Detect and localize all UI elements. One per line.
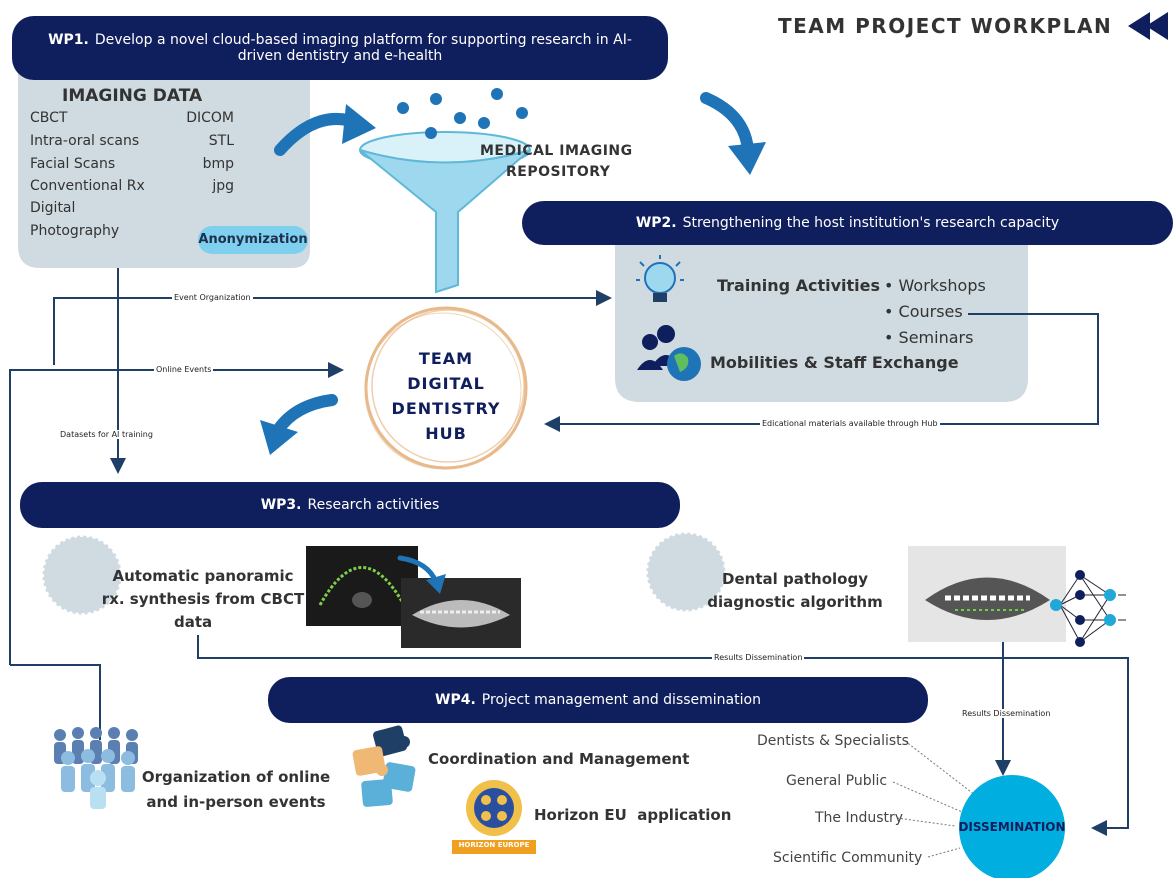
wp2-panel — [615, 230, 1028, 402]
wp1-banner: WP1. Develop a novel cloud-based imaging … — [12, 16, 668, 80]
wp4-banner: WP4. Project management and dissemination — [268, 677, 928, 723]
task2-label: Dental pathology diagnostic algorithm — [700, 568, 890, 614]
wp4-label: WP4. — [435, 692, 476, 708]
people-globe-icon — [637, 325, 701, 381]
flow-edu-materials: Edicational materials available through … — [760, 419, 940, 428]
imaging-row-5: Photography — [30, 223, 120, 239]
flow-results-1: Results Dissemination — [712, 653, 805, 662]
horizon-badge: HORIZON EUROPE — [458, 841, 530, 849]
data-dots — [397, 88, 528, 139]
training-item-2: • Seminars — [884, 328, 974, 347]
imaging-title: IMAGING DATA — [62, 86, 203, 106]
wp2-banner: WP2. Strengthening the host institution's… — [522, 201, 1173, 245]
task1-label: Automatic panoramic rx. synthesis from C… — [88, 565, 318, 634]
horizon-label: Horizon EU application — [534, 806, 732, 824]
task1-line-0: Automatic panoramic — [112, 567, 294, 585]
arrow-to-wp3 — [272, 394, 338, 436]
training-item-1: • Courses — [884, 302, 963, 321]
imaging-ext-2: bmp — [202, 156, 234, 172]
imaging-row-3: Conventional Rx — [30, 178, 145, 194]
hub-label: TEAM DIGITAL DENTISTRY HUB — [386, 346, 506, 446]
coordination-label: Coordination and Management — [428, 750, 690, 768]
wp3-text: Research activities — [307, 497, 440, 513]
imaging-ext-1: STL — [208, 133, 234, 149]
target-scientific: Scientific Community — [773, 850, 923, 866]
flow-datasets: Datasets for AI training — [58, 430, 155, 439]
wp3-label: WP3. — [260, 497, 302, 513]
task2-line-1: diagnostic algorithm — [707, 593, 883, 611]
funnel-icon — [359, 131, 531, 294]
target-public: General Public — [786, 773, 888, 789]
mobility-title: Mobilities & Staff Exchange — [710, 353, 959, 372]
hub-line-3: HUB — [425, 424, 467, 443]
repository-label-2: REPOSITORY — [506, 164, 611, 180]
hub-line-2: DENTISTRY — [391, 399, 501, 418]
hub-line-0: TEAM — [418, 349, 474, 368]
dissemination-title: DISSEMINATION — [958, 820, 1066, 834]
task2-line-0: Dental pathology — [722, 570, 868, 588]
people-group-icon — [54, 727, 138, 809]
flow-results-2: Results Dissemination — [960, 709, 1053, 718]
panoramic-image-2 — [908, 546, 1066, 642]
training-item-0: • Workshops — [884, 276, 986, 295]
target-dentists: Dentists & Specialists — [757, 733, 909, 749]
imaging-row-2: Facial Scans — [30, 156, 116, 172]
wp1-label: WP1. — [48, 32, 89, 48]
hub-circle — [364, 306, 528, 470]
wp2-text: Strengthening the host institution's res… — [682, 215, 1060, 231]
training-title: Training Activities — [717, 276, 881, 295]
wp2-label: WP2. — [635, 215, 677, 231]
imaging-panel — [18, 60, 310, 268]
wp4-text: Project management and dissemination — [481, 692, 761, 708]
dissemination-circle — [959, 775, 1065, 878]
double-chevron-icon — [1128, 12, 1168, 40]
task1-line-1: rx. synthesis from CBCT — [101, 590, 305, 608]
neural-network-icon — [1059, 574, 1126, 643]
target-industry: The Industry — [815, 810, 904, 826]
imaging-row-1: Intra-oral scans — [30, 133, 140, 149]
repository-label-1: MEDICAL IMAGING — [480, 143, 633, 159]
puzzle-icon — [352, 725, 416, 807]
task1-deco — [42, 535, 122, 615]
panoramic-image-1 — [401, 578, 521, 648]
imaging-ext-3: jpg — [212, 178, 234, 194]
events-label: Organization of online and in-person eve… — [140, 765, 332, 815]
flow-event-org: Event Organization — [172, 293, 253, 302]
wp3-banner: WP3. Research activities — [20, 482, 680, 528]
task1-line-2: data — [174, 613, 213, 631]
anonymization-badge: Anonymization — [198, 226, 308, 254]
wp1-text: Develop a novel cloud-based imaging plat… — [94, 32, 632, 64]
imaging-row-4: Digital — [30, 200, 76, 216]
page-title: TEAM PROJECT WORKPLAN — [778, 14, 1113, 38]
events-line-0: Organization of online — [141, 768, 331, 786]
horizon-europe-icon — [452, 780, 536, 854]
arrow-to-wp2 — [700, 92, 754, 156]
events-line-1: and in-person events — [146, 793, 326, 811]
imaging-ext-0: DICOM — [186, 110, 234, 126]
task2-deco — [646, 532, 726, 612]
imaging-row-0: CBCT — [30, 110, 68, 126]
hub-line-1: DIGITAL — [407, 374, 485, 393]
flow-online-events: Online Events — [154, 365, 214, 374]
lightbulb-icon — [636, 255, 684, 302]
